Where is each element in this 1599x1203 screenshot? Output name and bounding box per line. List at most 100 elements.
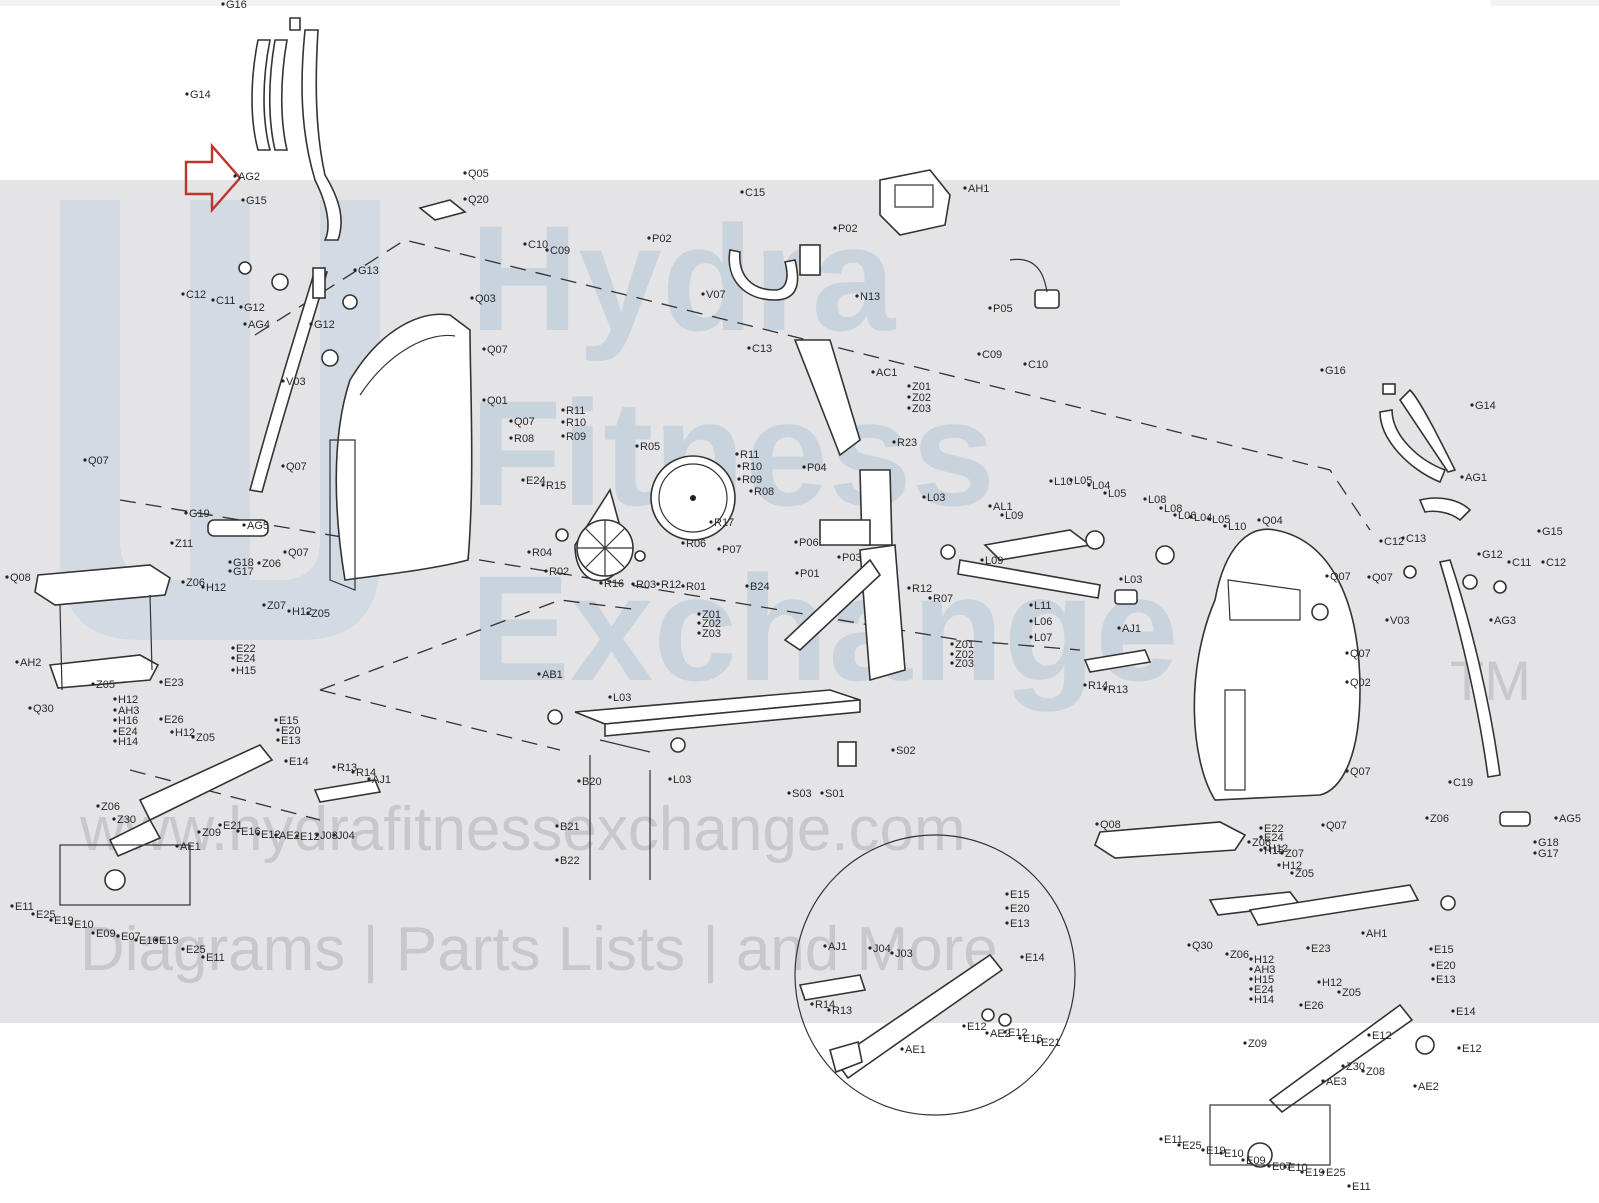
part-label: Q02 (1350, 677, 1371, 689)
part-label: AE3 (1326, 1076, 1347, 1088)
part-label: R09 (566, 431, 586, 443)
leader-dot (1290, 871, 1294, 875)
part-label: E19 (1206, 1145, 1226, 1157)
part-label: R11 (740, 449, 759, 461)
leader-dot (239, 305, 243, 309)
part-label: R23 (897, 437, 917, 449)
part-label: R12 (661, 579, 681, 591)
leader-dot (315, 833, 319, 837)
leader-dot (1087, 483, 1091, 487)
watermark-tm: TM (1450, 649, 1531, 712)
part-label: L03 (927, 492, 945, 504)
leader-dot (91, 682, 95, 686)
part-label: C13 (752, 343, 772, 355)
part-label: R08 (514, 433, 534, 445)
part-label: E12 (261, 829, 281, 841)
part-label: G12 (244, 302, 265, 314)
leader-dot (907, 384, 911, 388)
leader-dot (170, 541, 174, 545)
part-label: G16 (1325, 365, 1346, 377)
part-label: R10 (566, 417, 586, 429)
leader-dot (544, 569, 548, 573)
right-handlebar-assembly (1379, 383, 1531, 827)
part-label: Z05 (1342, 987, 1361, 999)
part-label: L10 (1054, 476, 1072, 488)
leader-dot (309, 322, 313, 326)
leader-dot (963, 186, 967, 190)
part-label: AG5 (1559, 813, 1581, 825)
leader-dot (977, 352, 981, 356)
leader-dot (236, 829, 240, 833)
part-label: AE1 (180, 841, 201, 853)
leader-dot (907, 395, 911, 399)
leader-dot (113, 697, 117, 701)
right-shroud (1193, 528, 1361, 801)
part-label: L03 (613, 692, 631, 704)
leader-dot (113, 739, 117, 743)
leader-dot (1003, 1030, 1007, 1034)
part-label: E12 (967, 1021, 987, 1033)
part-label: H15 (1254, 974, 1274, 986)
leader-dot (537, 672, 541, 676)
part-label: AE1 (905, 1044, 926, 1056)
leader-dot (353, 268, 357, 272)
leader-dot (717, 547, 721, 551)
part-label: G12 (1482, 549, 1503, 561)
watermark-tagline: Diagrams | Parts Lists | and More (80, 915, 998, 984)
part-label: Q07 (1372, 572, 1393, 584)
highlight-arrow-icon (184, 142, 242, 214)
leader-dot (181, 580, 185, 584)
leader-dot (1159, 1137, 1163, 1141)
part-label: Z09 (1248, 1038, 1267, 1050)
leader-dot (154, 938, 158, 942)
leader-dot (509, 436, 513, 440)
part-label: E26 (1304, 1000, 1324, 1012)
leader-dot (201, 955, 205, 959)
part-label: H14 (118, 736, 138, 748)
leader-dot (988, 306, 992, 310)
leader-dot (1361, 1069, 1365, 1073)
part-label: E24 (1264, 832, 1284, 844)
leader-dot (1119, 577, 1123, 581)
leader-dot (1249, 997, 1253, 1001)
leader-dot (113, 718, 117, 722)
part-label: P06 (799, 537, 819, 549)
leader-dot (1277, 863, 1281, 867)
leader-dot (262, 603, 266, 607)
leader-dot (228, 560, 232, 564)
leader-dot (31, 912, 35, 916)
part-label: E25 (1326, 1167, 1346, 1179)
part-label: E11 (15, 901, 34, 913)
leader-dot (1267, 1164, 1271, 1168)
leader-dot (1187, 943, 1191, 947)
part-label: Q07 (1350, 648, 1371, 660)
leader-dot (1425, 816, 1429, 820)
leader-dot (900, 1047, 904, 1051)
part-label: AH1 (1366, 928, 1387, 940)
part-label: AJ1 (372, 774, 391, 786)
part-label: AG3 (1494, 615, 1516, 627)
leader-dot (521, 478, 525, 482)
leader-dot (988, 504, 992, 508)
leader-dot (1000, 513, 1004, 517)
leader-dot (1207, 517, 1211, 521)
part-label: E10 (1224, 1148, 1244, 1160)
part-label: Q20 (468, 194, 489, 206)
leader-dot (1259, 835, 1263, 839)
part-label: G17 (233, 566, 254, 578)
part-label: Q07 (1330, 571, 1351, 583)
leader-dot (745, 584, 749, 588)
part-label: E25 (1182, 1140, 1202, 1152)
leader-dot (1306, 946, 1310, 950)
leader-dot (1507, 560, 1511, 564)
part-label: C11 (1512, 557, 1531, 569)
leader-dot (1489, 618, 1493, 622)
leader-dot (470, 296, 474, 300)
leader-dot (184, 511, 188, 515)
part-label: L11 (1034, 600, 1052, 612)
leader-dot (1345, 680, 1349, 684)
leader-dot (274, 833, 278, 837)
leader-dot (1173, 513, 1177, 517)
leader-dot (1189, 515, 1193, 519)
